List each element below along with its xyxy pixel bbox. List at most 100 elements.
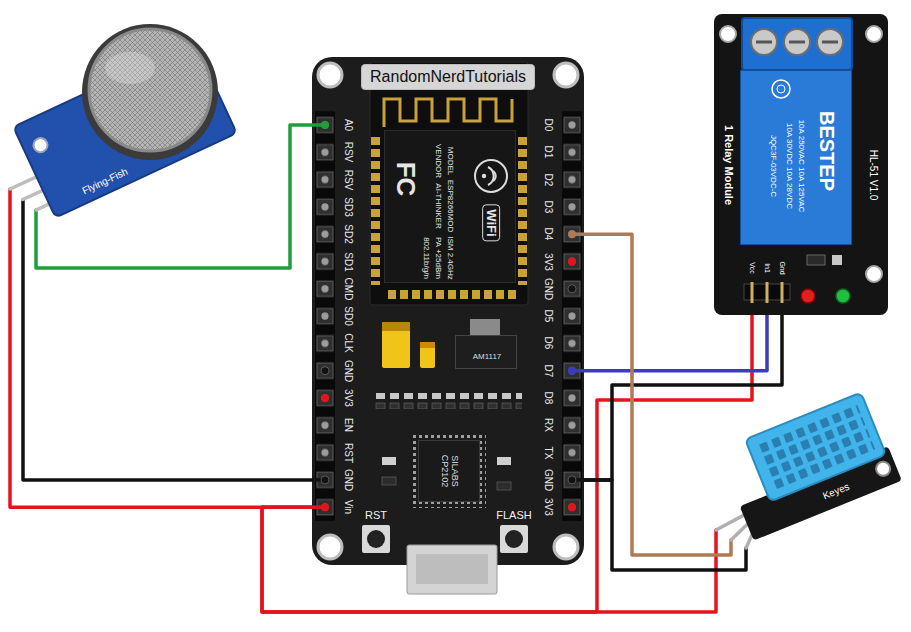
board-art	[315, 111, 335, 520]
text-slot: WiFi	[482, 204, 500, 241]
text-slot: CLK	[343, 334, 354, 353]
text-slot: AI-THINKER	[434, 183, 443, 228]
module-label: ESP8266MOD	[446, 180, 455, 232]
shield-art	[493, 171, 496, 181]
board-art	[321, 503, 329, 511]
watermark: RandomNerdTutorials	[370, 68, 526, 86]
text-slot: In1	[763, 263, 771, 273]
pin-label: SD0	[343, 306, 354, 325]
board-art	[470, 319, 500, 335]
board-art	[382, 457, 396, 465]
dht-sensor-art	[756, 403, 876, 492]
esp-module-shield: FCMODELESP8266MODVENDORAI-THINKERISM 2.4…	[384, 130, 516, 283]
dht-sensor-art	[874, 460, 892, 478]
text-slot: RX	[543, 418, 554, 432]
pin-label: RST	[343, 443, 354, 463]
relay-module: 1 Relay ModuleHL-51 V1.0VccIn1Gnd BESTEP…	[712, 12, 890, 317]
shield-art	[488, 167, 494, 185]
text-slot: SD1	[343, 252, 354, 271]
gas-sensor-art	[10, 24, 237, 218]
pin-label: D8	[543, 392, 554, 405]
gas-sensor-art	[31, 136, 50, 155]
gas-sensor-art	[8, 8, 243, 222]
relay-art	[781, 282, 784, 303]
relay-art	[751, 29, 777, 55]
pin-label: CLK	[343, 334, 354, 353]
text-slot: FC	[392, 162, 421, 197]
relay-body-art	[777, 85, 785, 93]
board-art	[370, 62, 528, 305]
board-art	[568, 230, 576, 238]
relay-art	[807, 255, 825, 265]
board-art	[362, 525, 390, 553]
text-slot: GND	[543, 469, 554, 491]
pin-label: D1	[543, 146, 554, 159]
pin-label: TX	[543, 446, 554, 459]
relay-art	[801, 289, 815, 303]
gas-sensor-art	[82, 24, 218, 160]
relay-art	[714, 14, 888, 315]
text-slot: Gnd	[778, 261, 786, 274]
pin-label: In1	[763, 263, 771, 273]
pin-label: Vin	[343, 500, 354, 514]
module-label: PA +25dBm	[434, 237, 443, 279]
board-art	[568, 476, 576, 484]
relay-art	[720, 26, 736, 42]
pin-label: SD3	[343, 197, 354, 216]
board-art	[318, 63, 342, 87]
regulator-chip: AM1117	[455, 335, 517, 369]
pin-label: D4	[543, 228, 554, 241]
text-slot: D2	[543, 173, 554, 186]
shield-art	[475, 160, 507, 192]
chip-label: SILABS CP2102	[439, 449, 459, 493]
pin-label: SD1	[343, 252, 354, 271]
board-art	[382, 322, 410, 368]
text-slot: Vin	[343, 500, 354, 514]
board-art	[554, 535, 578, 559]
board-art	[562, 111, 582, 520]
board-art	[382, 477, 396, 485]
board-art	[382, 322, 410, 331]
rating-label: 10A 250VAC 10A 125VAC	[797, 120, 806, 213]
dht-sensor-art	[716, 391, 902, 548]
board-art	[371, 135, 381, 285]
dht-sensor-art	[715, 385, 905, 575]
board-art	[386, 290, 518, 300]
board-art	[420, 342, 435, 368]
text-slot: BESTEP	[816, 111, 838, 191]
pin-label: D5	[543, 310, 554, 323]
board-art	[518, 135, 528, 285]
brand-label: BESTEP	[816, 111, 838, 191]
button-label: FLASH	[496, 509, 531, 521]
text-slot: SD0	[343, 306, 354, 325]
wire	[10, 189, 312, 507]
pin-label: GND	[343, 469, 354, 491]
pin-label: D6	[543, 337, 554, 350]
pin-label: RX	[543, 418, 554, 432]
board-art	[321, 121, 329, 129]
dht-sensor-module: Keyes	[715, 385, 905, 575]
part-number: JQC3F-03VDC-C	[769, 135, 778, 197]
text-slot: TX	[543, 446, 554, 459]
pin-label: D0	[543, 119, 554, 132]
text-slot: SD3	[343, 197, 354, 216]
pin-label: A0	[343, 119, 354, 131]
text-slot: EN	[343, 418, 354, 432]
module-label: MODEL	[446, 147, 455, 175]
text-slot: FLASH	[496, 509, 531, 521]
text-slot: ESP8266MOD	[446, 180, 455, 232]
pin-label: 3V3	[543, 498, 554, 516]
usb-uart-chip: SILABS CP2102	[418, 440, 480, 502]
board-art	[407, 545, 497, 594]
board-art	[374, 393, 522, 409]
board-art	[562, 111, 582, 520]
rating-label: 10A 30VDC 10A 28VDC	[785, 123, 794, 209]
wire	[584, 234, 731, 555]
text-slot: HL-51 V1.0	[868, 150, 879, 201]
text-slot: PA +25dBm	[434, 237, 443, 279]
board-art	[321, 476, 329, 484]
text-slot: D5	[543, 310, 554, 323]
pin-label: GND	[343, 360, 354, 382]
board-art	[554, 63, 578, 87]
